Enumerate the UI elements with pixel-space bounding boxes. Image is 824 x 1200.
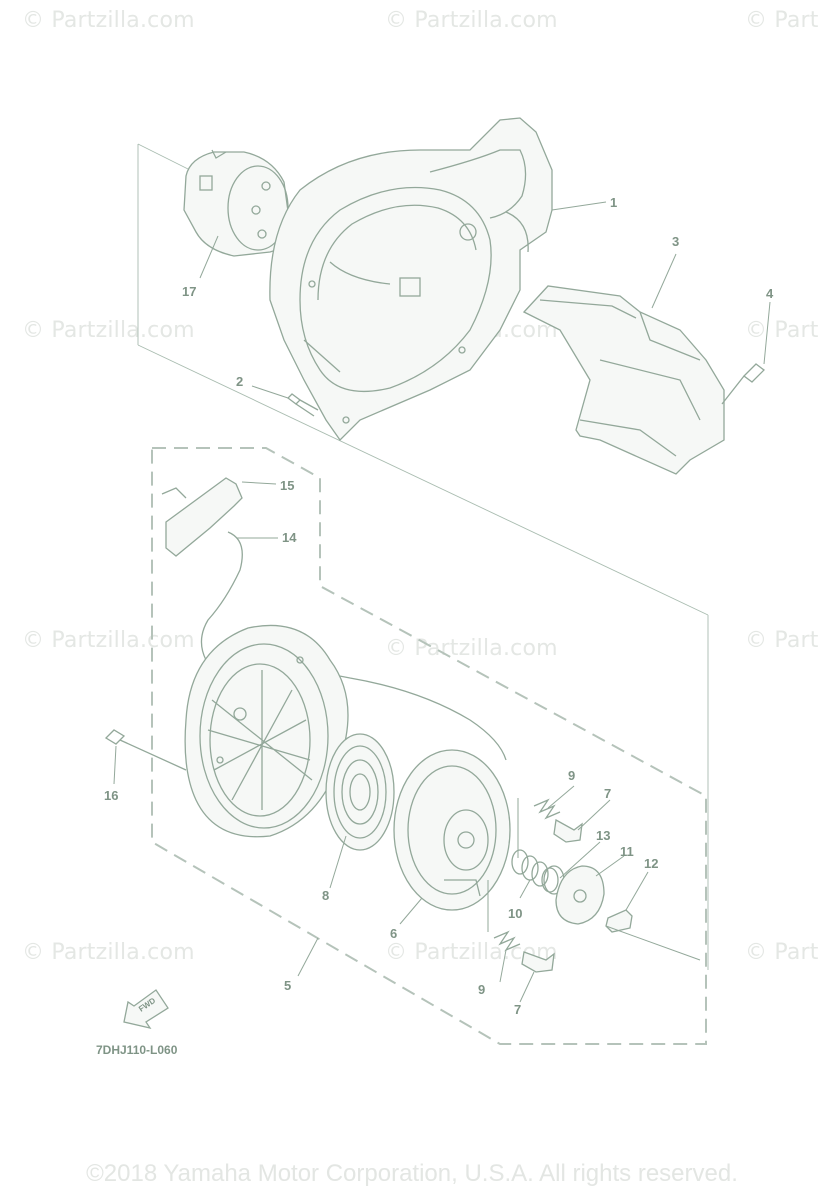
callout-13: 13 bbox=[596, 828, 610, 843]
leader-lines bbox=[113, 201, 771, 1003]
callout-17: 17 bbox=[182, 284, 196, 299]
callout-15: 15 bbox=[280, 478, 294, 493]
part-12-screw bbox=[605, 909, 633, 933]
part-9-spring-lower bbox=[493, 930, 521, 952]
watermark: © Partzilla.com bbox=[22, 628, 195, 653]
part-2-bolt bbox=[287, 393, 319, 417]
callout-1: 1 bbox=[610, 195, 617, 210]
part-9-spring-upper bbox=[533, 798, 561, 820]
watermark: © Partzilla.com bbox=[22, 318, 195, 343]
watermark: © Part bbox=[745, 628, 819, 653]
part-7-pawl-upper bbox=[553, 818, 583, 843]
part-5-assembly-boundary bbox=[151, 447, 707, 1045]
callout-7-lower: 7 bbox=[514, 1002, 521, 1017]
part-16-bolt bbox=[104, 729, 187, 771]
watermark: © Partzilla.com bbox=[385, 8, 558, 33]
callout-7-upper: 7 bbox=[604, 786, 611, 801]
watermark: © Part bbox=[745, 940, 819, 965]
copyright-notice: ©2018 Yamaha Motor Corporation, U.S.A. A… bbox=[86, 1160, 738, 1187]
watermark: © Partzilla.com bbox=[22, 940, 195, 965]
callout-9-upper: 9 bbox=[568, 768, 575, 783]
callout-2: 2 bbox=[236, 374, 243, 389]
callout-3: 3 bbox=[672, 234, 679, 249]
part-3-duct bbox=[522, 285, 725, 475]
callout-4: 4 bbox=[766, 286, 774, 301]
watermark: © Part bbox=[745, 318, 819, 343]
callout-10: 10 bbox=[508, 906, 522, 921]
callout-5: 5 bbox=[284, 978, 291, 993]
part-7-pawl-lower bbox=[521, 951, 555, 973]
part-1-housing bbox=[269, 117, 553, 442]
fwd-arrow-icon: FWD bbox=[123, 989, 169, 1030]
callout-8: 8 bbox=[322, 888, 329, 903]
part-8-spring bbox=[325, 733, 395, 851]
part-15-handle bbox=[161, 477, 243, 557]
callout-6: 6 bbox=[390, 926, 397, 941]
part-11-plate bbox=[555, 865, 605, 925]
callout-labels: 1 2 3 4 5 6 7 7 8 9 9 10 11 12 13 14 15 … bbox=[104, 195, 774, 1017]
callout-16: 16 bbox=[104, 788, 118, 803]
watermark: © Partzilla.com bbox=[385, 636, 558, 661]
callout-11: 11 bbox=[620, 844, 634, 859]
watermark: © Part bbox=[745, 8, 819, 33]
watermark: © Partzilla.com bbox=[22, 8, 195, 33]
callout-14: 14 bbox=[282, 530, 297, 545]
part-6-pulley bbox=[393, 749, 511, 911]
callout-9-lower: 9 bbox=[478, 982, 485, 997]
recoil-case bbox=[184, 624, 349, 838]
part-17-cylinder bbox=[183, 149, 291, 257]
callout-12: 12 bbox=[644, 856, 658, 871]
part-10-spring bbox=[511, 849, 559, 893]
figure-code: 7DHJ110-L060 bbox=[96, 1043, 178, 1057]
part-4-screw bbox=[721, 363, 765, 405]
upper-assembly-outline bbox=[137, 143, 709, 970]
